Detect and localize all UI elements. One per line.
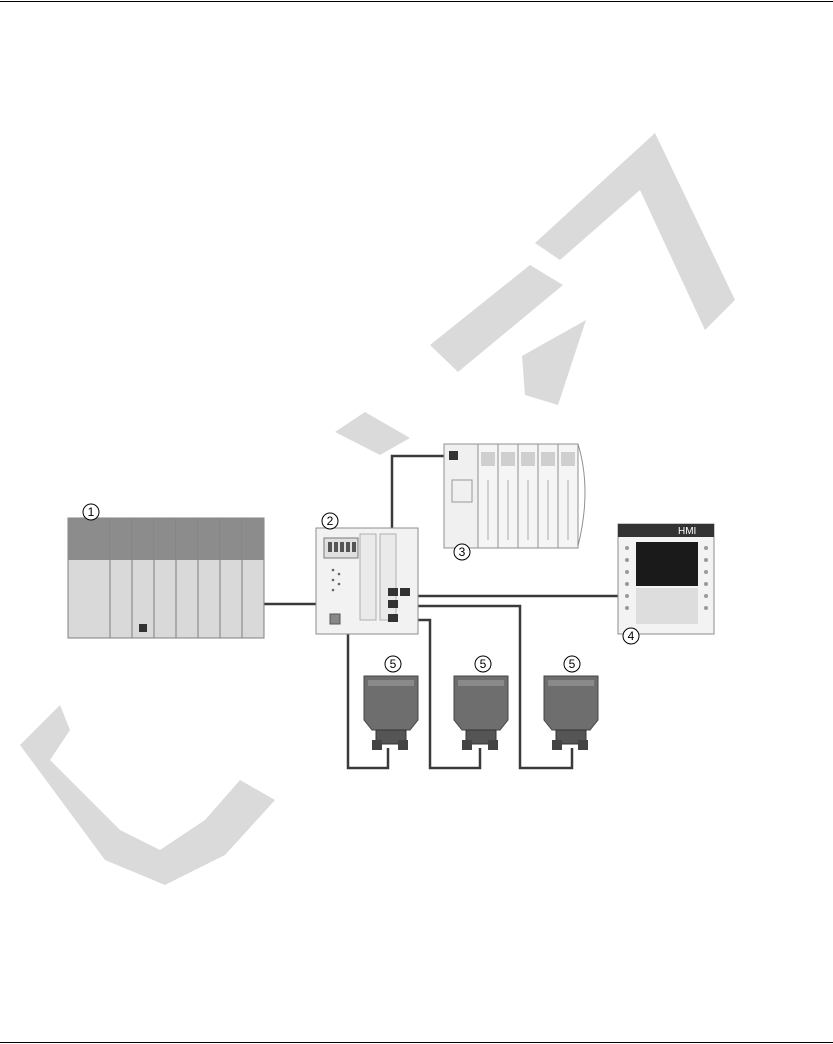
hmi-screen: [636, 542, 698, 586]
callout-5b: 5: [475, 656, 491, 672]
network-switch: [316, 528, 418, 634]
switch-port-a: [388, 588, 398, 596]
callout-1: 1: [83, 504, 99, 520]
switch-port-c: [388, 600, 398, 608]
plc-ethernet-port: [139, 624, 147, 632]
svg-text:1: 1: [88, 505, 95, 519]
switch-port-b: [400, 588, 410, 596]
rfid-reader-1: [364, 676, 418, 750]
remote-io-rack: [444, 444, 585, 548]
callout-2: 2: [322, 513, 338, 529]
rfid-reader-2: [454, 676, 508, 750]
callout-5c: 5: [564, 656, 580, 672]
plc-rack: [68, 518, 264, 638]
hmi-panel: HMI: [618, 524, 714, 634]
svg-text:2: 2: [327, 514, 334, 528]
hmi-label: HMI: [678, 526, 696, 537]
rfid-reader-3: [544, 676, 598, 750]
svg-text:5: 5: [390, 657, 397, 671]
io-ethernet-port: [449, 451, 458, 460]
callout-4: 4: [623, 628, 639, 644]
svg-text:5: 5: [569, 657, 576, 671]
draft-watermark: [20, 133, 735, 885]
svg-text:4: 4: [628, 629, 635, 643]
callout-5a: 5: [385, 656, 401, 672]
callout-3: 3: [454, 544, 470, 560]
switch-port-d: [388, 614, 398, 622]
svg-text:3: 3: [459, 545, 466, 559]
svg-text:5: 5: [480, 657, 487, 671]
